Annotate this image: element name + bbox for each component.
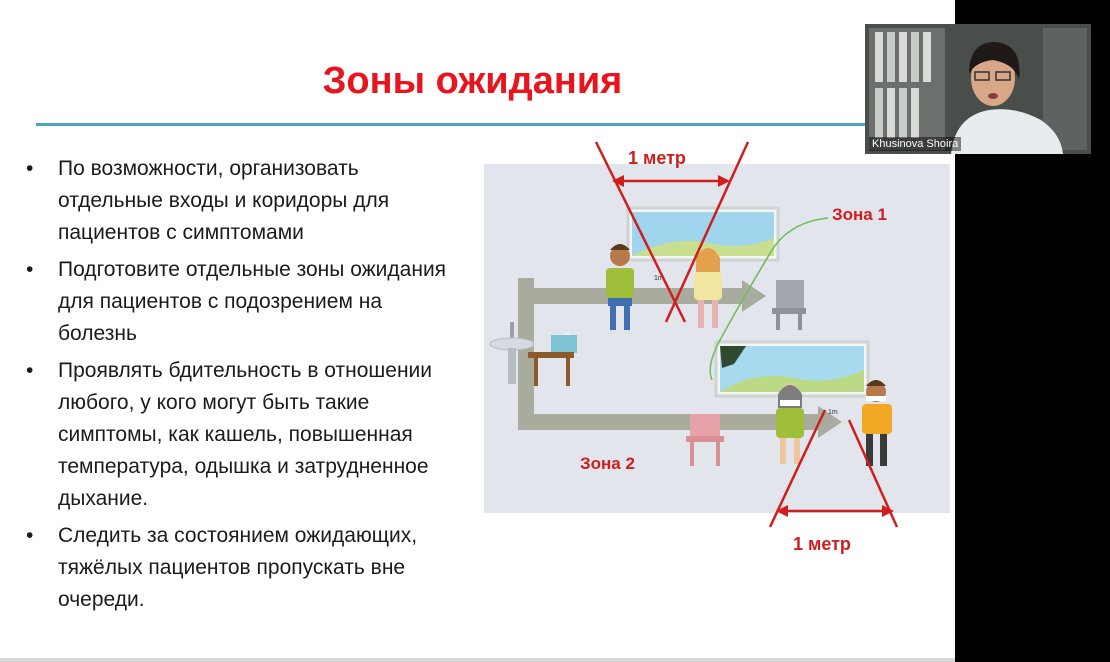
bullet-item: Следить за состоянием ожидающих, тяжёлых… xyxy=(24,520,454,616)
illustration-drawing: 1m 1m xyxy=(489,206,892,466)
sink xyxy=(489,322,535,384)
zone-boundary-line xyxy=(709,217,829,381)
bullet-item: Подготовите отдельные зоны ожидания для … xyxy=(24,254,454,350)
presentation-slide: Зоны ожидания По возможности, организова… xyxy=(0,0,955,662)
distance-line xyxy=(594,141,687,323)
slide-title: Зоны ожидания xyxy=(322,60,623,102)
zone-2-label: Зона 2 xyxy=(580,454,635,473)
empty-chair-top xyxy=(772,280,806,330)
video-frame xyxy=(865,24,1091,154)
floor-mark: 1m xyxy=(828,409,838,416)
arrow-head xyxy=(776,505,788,517)
person-top-2 xyxy=(694,248,722,328)
person-bottom-1 xyxy=(776,384,804,464)
distance-label-bottom: 1 метр xyxy=(793,534,851,554)
waiting-zones-illustration: 1m 1m xyxy=(484,164,950,513)
person-bottom-2 xyxy=(862,380,892,466)
window-top xyxy=(626,206,780,262)
distance-line xyxy=(664,141,750,323)
table xyxy=(528,332,577,386)
annotation-overlay xyxy=(594,141,899,528)
participant-name-label: Khusinova Shoira xyxy=(869,137,962,151)
floor-mark: 1m xyxy=(654,275,664,282)
bottom-edge xyxy=(0,658,955,662)
bullet-list: По возможности, организовать отдельные в… xyxy=(24,153,454,621)
bullet-item: По возможности, организовать отдельные в… xyxy=(24,153,454,249)
arrow-head xyxy=(612,175,624,187)
zone-1-label: Зона 1 xyxy=(832,205,887,224)
arrow-head xyxy=(882,505,894,517)
person-top-1 xyxy=(606,244,634,330)
distance-line xyxy=(768,409,827,528)
arrow-head xyxy=(718,175,730,187)
participant-video[interactable]: Khusinova Shoira xyxy=(865,24,1091,154)
bullet-item: Проявлять бдительность в отношении любог… xyxy=(24,355,454,515)
empty-chair-bottom xyxy=(686,414,724,466)
distance-label-top: 1 метр xyxy=(628,148,686,168)
title-divider xyxy=(36,123,891,126)
